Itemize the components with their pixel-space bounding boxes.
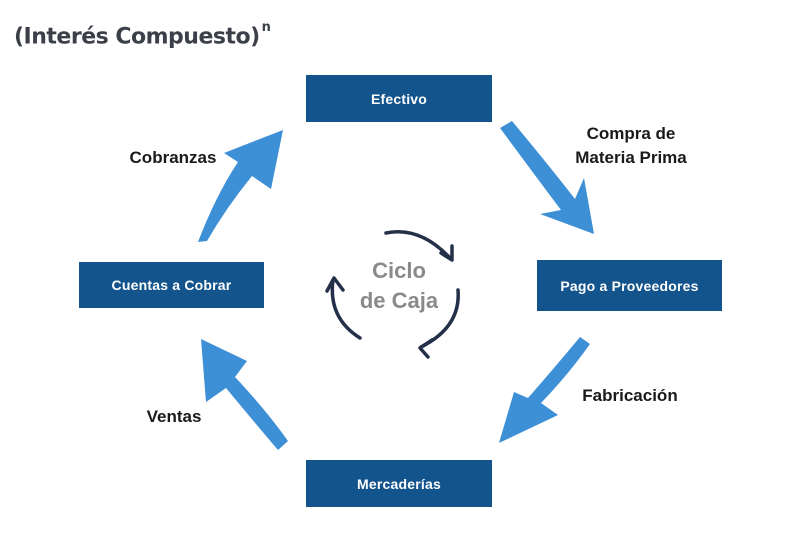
arrow-fabricacion [499,337,590,443]
node-pago-proveedores: Pago a Proveedores [537,260,722,311]
cycle-arrow-top-head [439,244,454,262]
node-pago-proveedores-label: Pago a Proveedores [560,277,699,294]
node-mercaderias-label: Mercaderías [357,475,441,492]
cycle-arrow-top [384,230,452,260]
arrow-cobranzas [198,130,283,242]
center-title-line1: Ciclo [372,258,426,283]
edge-label-ventas: Ventas [146,407,202,426]
brand-logo: (Interés Compuesto)n [14,20,271,50]
arrow-compra [500,121,594,234]
cycle-arrow-left [330,278,362,340]
node-cuentas-cobrar: Cuentas a Cobrar [79,262,264,308]
edge-label-fabricacion: Fabricación [582,386,678,405]
node-efectivo-label: Efectivo [370,90,428,107]
node-efectivo: Efectivo [306,75,492,122]
edge-label-cobranzas: Cobranzas [129,148,217,167]
cycle-arrow-left-head [325,276,345,293]
edge-label-compra-line2: Materia Prima [575,148,687,167]
edge-label-compra: Compra de Materia Prima [556,122,706,170]
center-title-line2: de Caja [359,288,439,313]
cycle-arrow-right-head [418,338,434,359]
node-cuentas-cobrar-label: Cuentas a Cobrar [111,277,232,293]
edge-label-compra-line1: Compra de [586,124,676,143]
center-title: Ciclo de Caja [340,256,458,316]
brand-superscript: n [261,20,271,35]
arrow-ventas [201,339,288,450]
brand-name: (Interés Compuesto) [14,24,260,50]
node-mercaderias: Mercaderías [306,460,492,507]
